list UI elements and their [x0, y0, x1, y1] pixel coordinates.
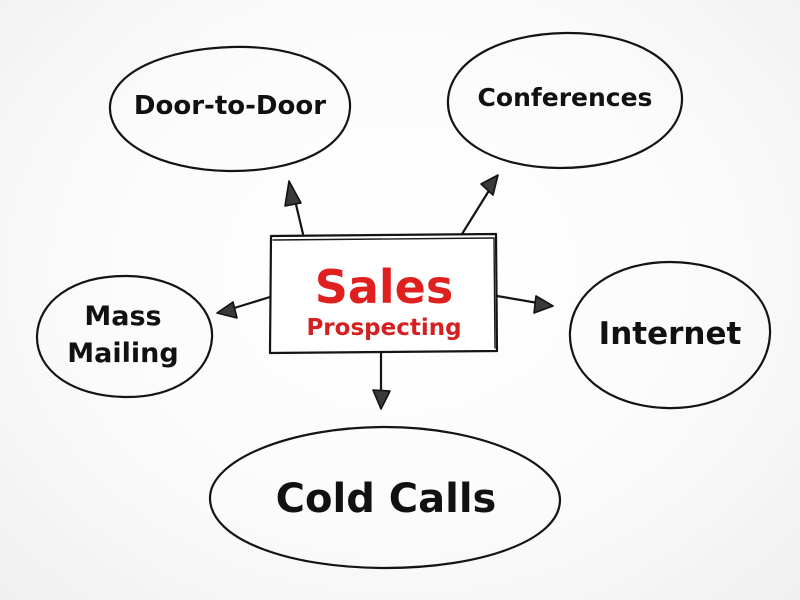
center-box [268, 232, 499, 355]
arrow-to-mass-mailing [216, 295, 272, 319]
arrow-line [229, 295, 272, 311]
internet-label: Internet [599, 316, 742, 352]
door-to-door-label: Door-to-Door [134, 91, 326, 121]
arrow-head [284, 180, 302, 207]
cold-calls-label: Cold Calls [276, 476, 497, 522]
center-box-sketch-line [272, 237, 496, 349]
conferences-label: Conferences [478, 83, 653, 112]
arrow-to-door-to-door [284, 180, 305, 236]
center-subtitle: Prospecting [306, 315, 461, 341]
arrow-head [372, 389, 391, 410]
arrow-head [216, 301, 238, 319]
arrow-to-conferences [460, 174, 499, 236]
arrow-to-cold-calls [372, 351, 391, 410]
mass-label: Mass [84, 301, 161, 332]
conferences-ellipse [446, 31, 684, 170]
mass-mailing-ellipse [35, 274, 214, 399]
node-internet: Internet [568, 260, 772, 410]
node-mass-mailing: Mass Mailing [35, 274, 214, 399]
arrow-to-internet [495, 294, 554, 314]
center-title: Sales [315, 260, 454, 314]
door-to-door-ellipse [108, 45, 352, 173]
arrow-line [460, 187, 492, 236]
arrow-head [533, 295, 554, 314]
node-door-to-door: Door-to-Door [108, 45, 352, 173]
internet-ellipse [568, 260, 772, 410]
arrow-head [480, 174, 499, 196]
node-conferences: Conferences [446, 31, 684, 170]
arrow-line [495, 294, 540, 305]
mailing-label: Mailing [67, 338, 178, 369]
cold-calls-ellipse [208, 425, 562, 570]
center-node: Sales Prospecting [268, 232, 499, 355]
node-cold-calls: Cold Calls [208, 425, 562, 570]
